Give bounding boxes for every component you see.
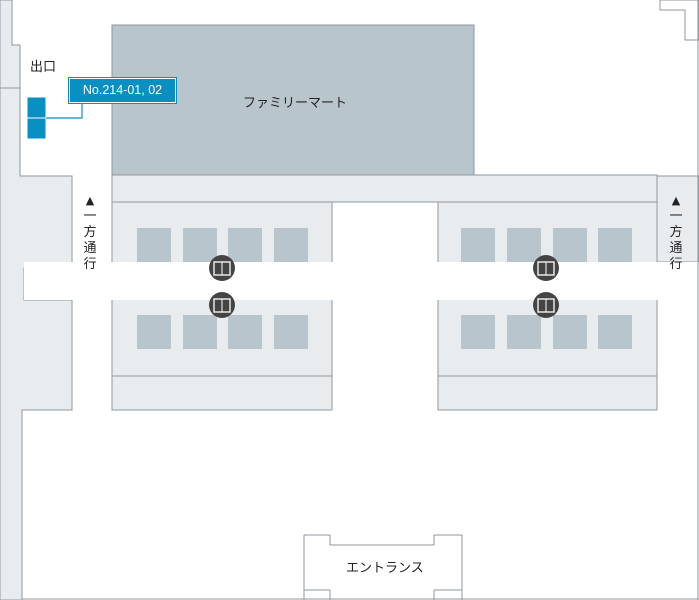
entrance-label: エントランス [346,561,424,576]
aisle [24,262,699,300]
one-way-sign-left: ▲ 一 方 通 行 [81,193,99,273]
triangle-up-icon: ▲ [85,194,95,207]
spaces-left [137,228,308,349]
one-way-char: 一 [83,209,97,224]
one-way-char: 通 [83,241,97,256]
exit-label: 出口 [30,60,57,75]
top-right-wall [659,0,699,41]
walkway-band [111,174,658,203]
entrance-frame [303,534,463,600]
store-name: ファミリーマート [243,96,348,111]
highlight-space-01[interactable] [26,96,47,119]
one-way-char: 行 [669,257,683,272]
one-way-char: 方 [669,225,683,240]
marker-leader [46,101,83,119]
one-way-char: 方 [83,225,97,240]
one-way-char: 行 [83,257,97,272]
elevator-icon[interactable] [209,292,235,318]
left-column [0,87,73,600]
elevator-icon[interactable] [533,255,559,281]
one-way-char: 通 [669,241,683,256]
highlight-space-02[interactable] [26,117,47,140]
one-way-sign-right: ▲ 一 方 通 行 [667,193,685,273]
one-way-char: 一 [669,209,683,224]
left-wall [0,0,21,89]
elevator-icon[interactable] [533,292,559,318]
marker-number-badge[interactable]: No.214-01, 02 [69,78,176,103]
triangle-up-icon: ▲ [671,194,681,207]
spaces-right [461,228,632,349]
right-wall-bottom [657,300,699,410]
elevator-icon[interactable] [209,255,235,281]
